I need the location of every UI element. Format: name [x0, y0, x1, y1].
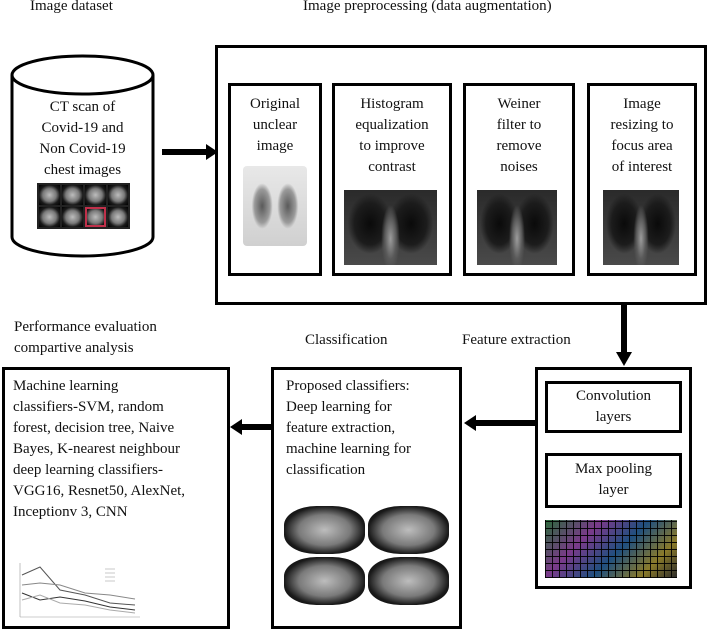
- performance-label: Performance evaluation compartive analys…: [14, 319, 157, 356]
- step-weiner-filter: Weiner filter to remove noises: [463, 83, 575, 276]
- step-original-image: Original unclear image: [228, 83, 322, 276]
- feature-maps-image: [545, 520, 677, 578]
- original-xray-image: [243, 166, 307, 246]
- convolution-text: Convolution layers: [575, 388, 651, 425]
- resizing-xray-image: [603, 190, 679, 265]
- arrow-dataset-to-preprocessing: [162, 144, 218, 160]
- convolution-layers-box: Convolution layers: [545, 381, 682, 433]
- classification-box: Proposed classifiers: Deep learning for …: [271, 367, 462, 629]
- step-weiner-text: Weiner filter to remove noises: [496, 96, 542, 175]
- performance-mini-chart: [19, 563, 140, 618]
- dataset-text: CT scan of Covid-19 and Non Covid-19 che…: [39, 99, 126, 178]
- performance-box: Machine learning classifiers-SVM, random…: [2, 367, 230, 629]
- arrow-features-to-classification: [464, 415, 535, 431]
- step-image-resizing: Image resizing to focus area of interest: [587, 83, 697, 276]
- arrow-classification-to-performance: [230, 419, 272, 435]
- ct-scan-thumbnail: [37, 183, 130, 229]
- weiner-xray-image: [477, 190, 557, 265]
- feature-extraction-box: Convolution layers Max pooling layer: [535, 367, 692, 589]
- arrow-preprocessing-to-features: [616, 305, 632, 366]
- feature-extraction-label: Feature extraction: [462, 332, 571, 348]
- max-pooling-text: Max pooling layer: [574, 461, 653, 498]
- max-pooling-box: Max pooling layer: [545, 453, 682, 508]
- ct-classification-image: [284, 506, 450, 606]
- histogram-xray-image: [344, 190, 437, 265]
- step-original-text: Original unclear image: [250, 96, 300, 154]
- preprocessing-label: Image preprocessing (data augmentation): [303, 0, 552, 14]
- step-histogram-text: Histogram equalization to improve contra…: [355, 96, 429, 175]
- classification-text: Proposed classifiers: Deep learning for …: [286, 378, 411, 478]
- step-resizing-text: Image resizing to focus area of interest: [610, 96, 674, 175]
- dataset-cylinder: CT scan of Covid-19 and Non Covid-19 che…: [10, 53, 155, 258]
- classification-label: Classification: [305, 332, 388, 348]
- step-histogram-equalization: Histogram equalization to improve contra…: [332, 83, 452, 276]
- image-dataset-label: Image dataset: [30, 0, 113, 14]
- performance-text: Machine learning classifiers-SVM, random…: [13, 378, 186, 520]
